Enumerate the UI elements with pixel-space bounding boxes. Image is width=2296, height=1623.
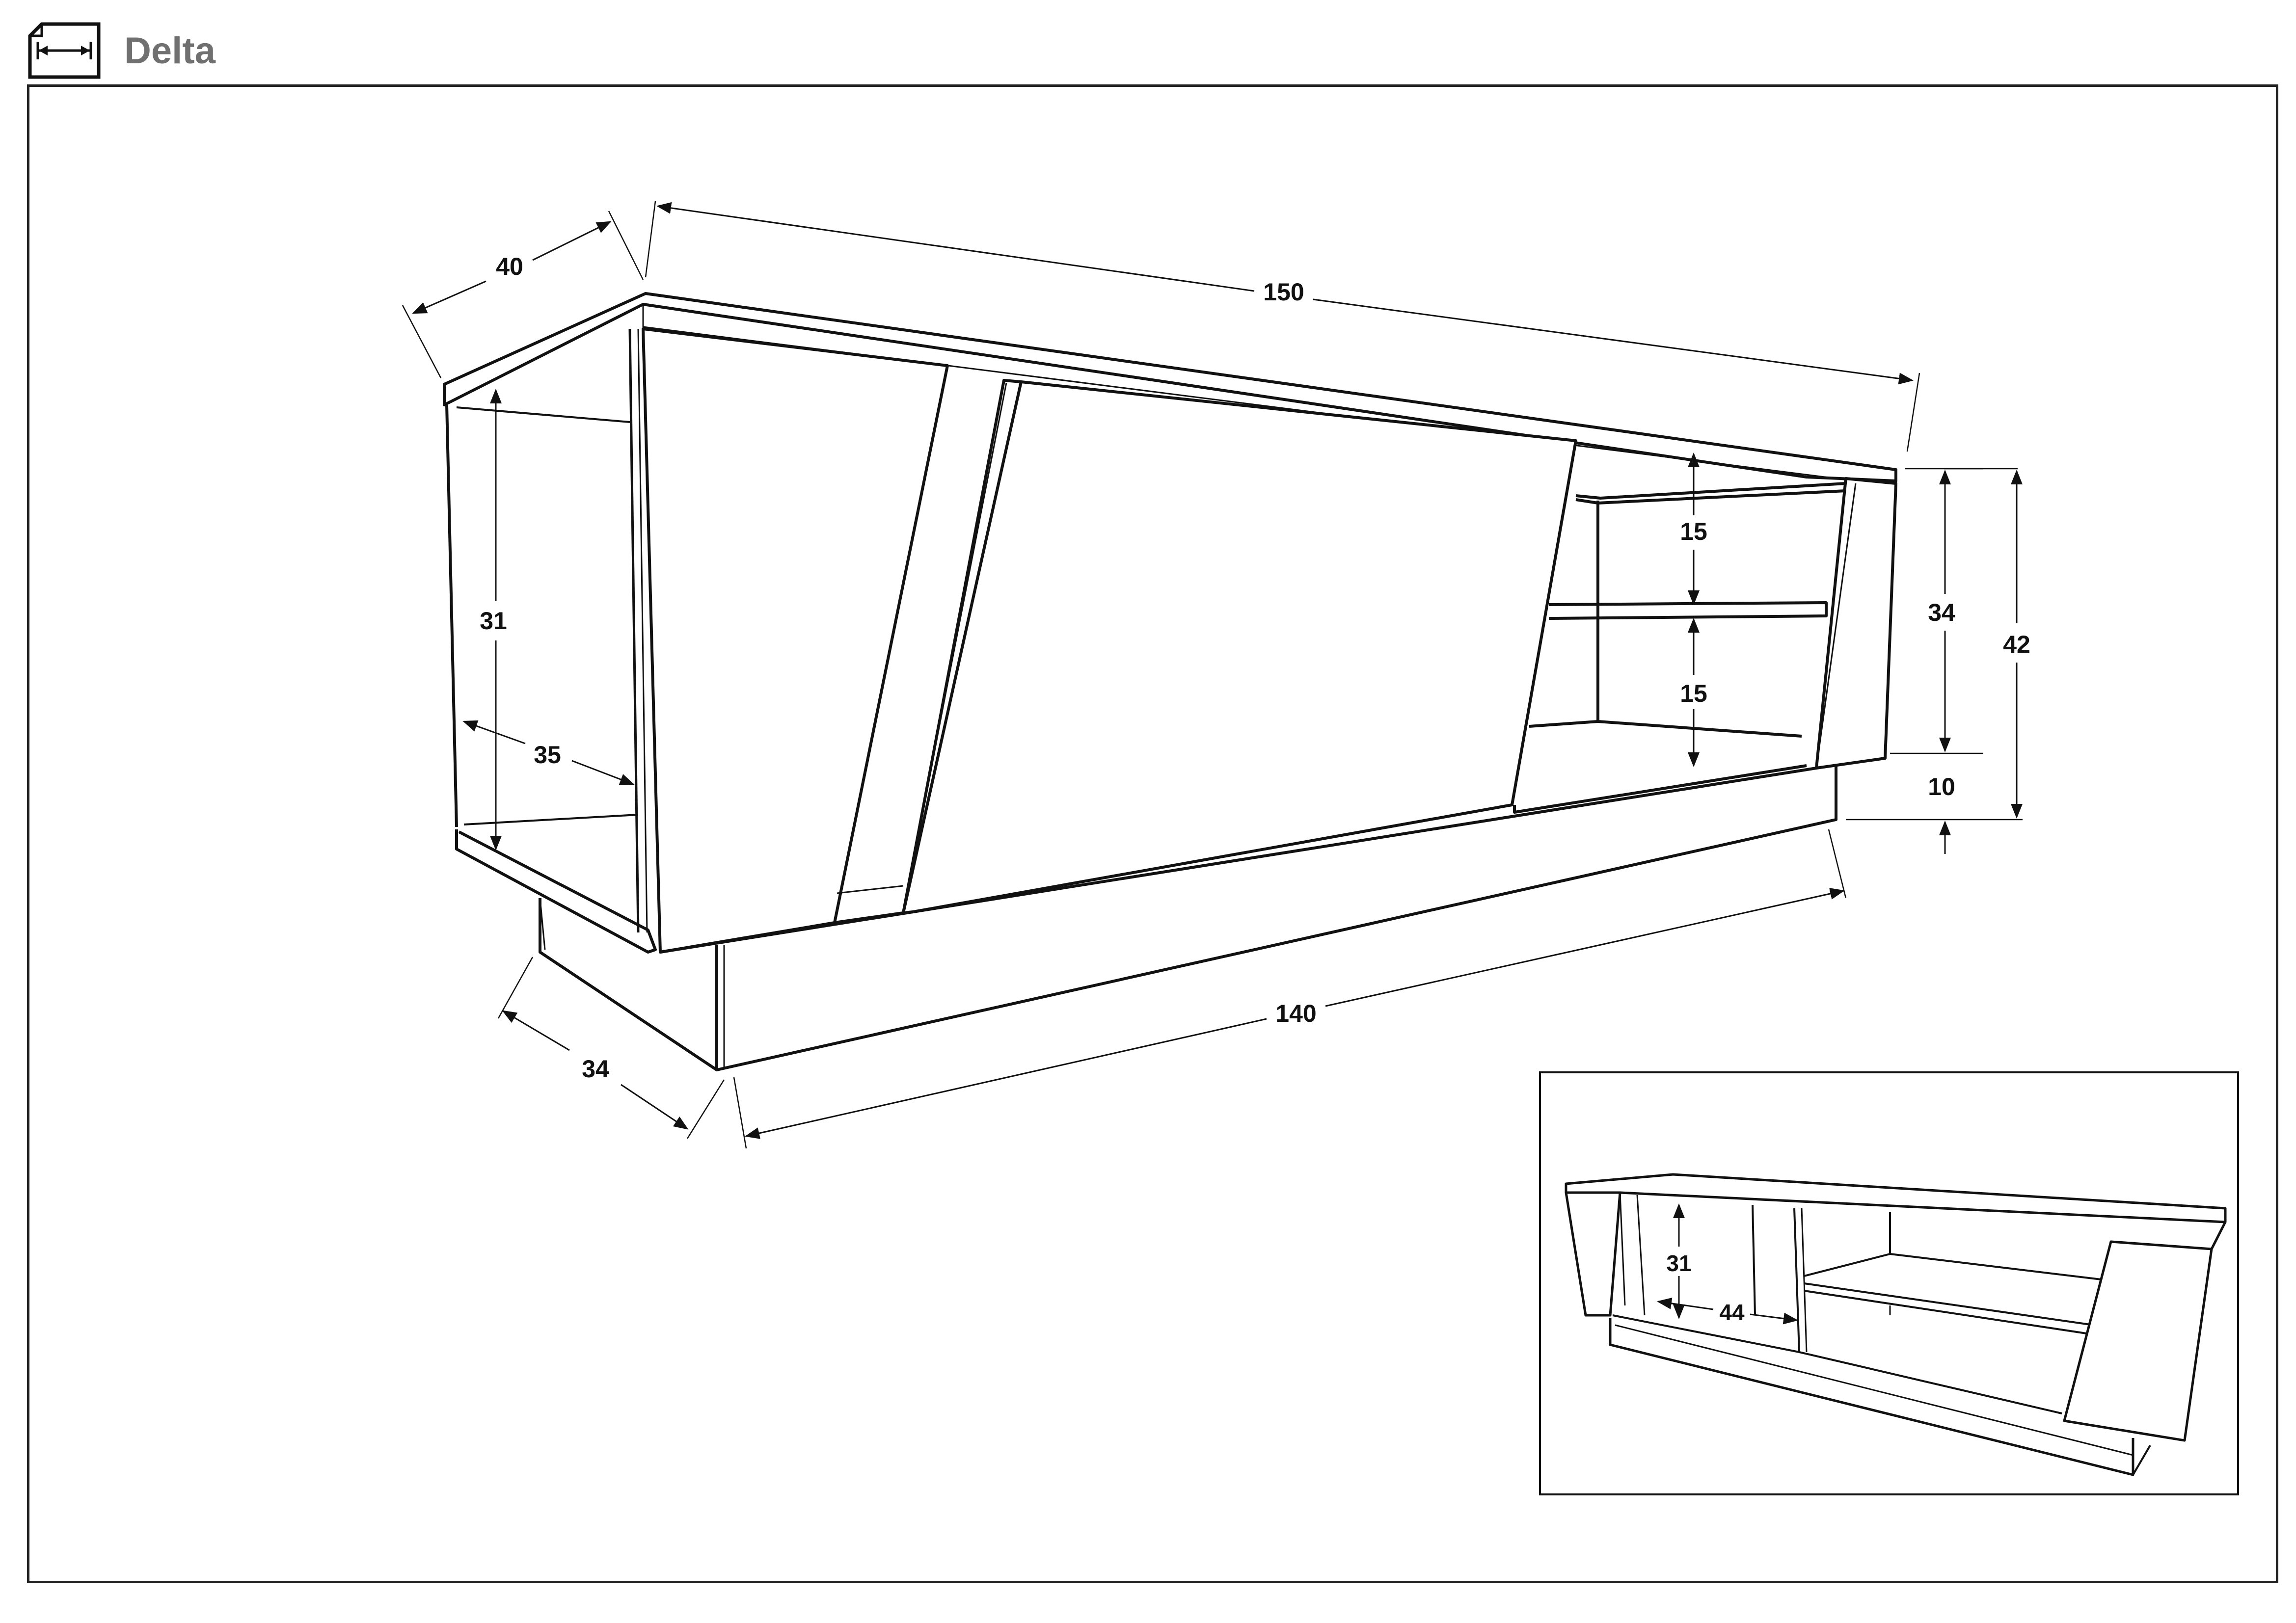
drawing-frame [27,84,2278,1583]
dim-interior-height: 31 [480,607,507,635]
dim-top-depth: 40 [496,253,523,280]
middle-door [834,379,1577,924]
dimension-lines [402,201,2023,1149]
plinth [539,766,1837,1071]
right-side-panel [1815,477,1897,770]
page-title: Delta [124,29,216,72]
main-view-labels: 150 40 140 34 31 35 15 15 34 42 10 [480,253,2030,1083]
inset-dim-interior-width: 44 [1719,1300,1745,1325]
header: Delta [27,19,216,82]
left-compartment [445,328,657,954]
dim-body-height: 34 [1928,599,1955,626]
inset-dim-interior-height: 31 [1666,1251,1691,1276]
dim-top-width: 150 [1263,278,1304,306]
dim-shelf-upper: 15 [1680,518,1707,545]
dimensions-icon [28,22,101,79]
inset-view: 31 44 [1539,1071,2239,1495]
left-door [642,327,949,954]
dim-shelf-lower: 15 [1680,680,1707,707]
dim-interior-depth: 35 [534,741,561,769]
dim-total-height: 42 [2003,631,2030,658]
dim-base-width: 140 [1275,1000,1316,1027]
inset-furniture [1565,1173,2227,1476]
dim-base-depth: 34 [582,1055,609,1083]
dim-plinth-height: 10 [1928,773,1955,800]
main-view [402,201,2023,1149]
